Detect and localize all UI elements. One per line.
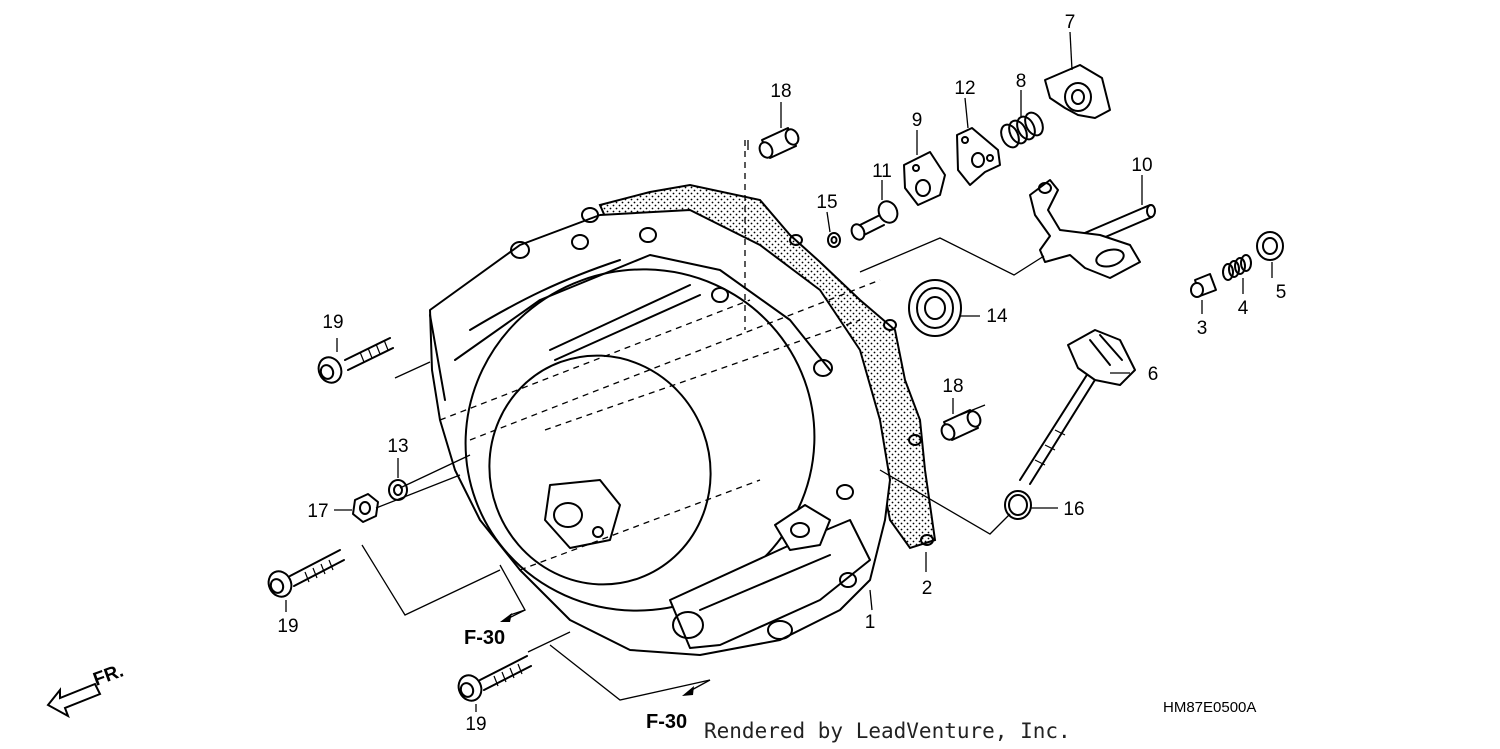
flange-bolt-lower: [457, 655, 532, 702]
callout-4: 4: [1238, 298, 1249, 319]
callout-5: 5: [1276, 282, 1287, 303]
o-ring-16: [1004, 490, 1032, 520]
callout-2: 2: [922, 578, 933, 599]
callout-10: 10: [1131, 155, 1152, 176]
plate-9: [903, 151, 946, 206]
bolt-11: [850, 200, 899, 241]
dipstick-6: [1019, 329, 1136, 485]
callout-18-upper: 18: [770, 81, 791, 102]
flange-bolt-left: [267, 549, 345, 598]
nut: [352, 493, 379, 523]
reference-f30-lower: F-30: [646, 711, 687, 733]
callout-1: 1: [865, 612, 876, 633]
callout-17: 17: [307, 501, 328, 522]
dowel-pin-upper: [758, 127, 800, 159]
f30-arrow-upper: [500, 609, 526, 622]
callout-9: 9: [912, 110, 923, 131]
credit-text: Rendered by LeadVenture, Inc.: [704, 719, 1071, 743]
diagram-code: HM87E0500A: [1163, 699, 1256, 716]
plate-12: [956, 127, 1001, 186]
callout-14: 14: [986, 306, 1008, 327]
f30-arrow-lower: [682, 679, 711, 696]
flange-bolt-upper: [317, 337, 394, 384]
callout-3: 3: [1197, 318, 1208, 339]
crankcase-cover: [429, 140, 937, 656]
callout-16: 16: [1063, 499, 1084, 520]
bearing-14: [908, 279, 962, 337]
callout-18-lower: 18: [942, 376, 963, 397]
callout-12: 12: [954, 78, 975, 99]
callout-15: 15: [816, 192, 837, 213]
washer: [388, 479, 408, 501]
callout-19-left: 19: [277, 616, 298, 637]
front-direction-arrow-icon: [46, 682, 102, 719]
reference-f30-upper: F-30: [464, 627, 505, 649]
direction-label: FR.: [91, 660, 127, 690]
callout-8: 8: [1016, 71, 1027, 92]
spring-8: [1000, 111, 1044, 149]
plug-3: [1190, 273, 1217, 298]
callout-19-upper: 19: [322, 312, 343, 333]
spring-4: [1222, 254, 1252, 281]
callout-7: 7: [1065, 12, 1076, 33]
shift-drum-cam-7: [1044, 64, 1111, 119]
leader-lines: [285, 31, 1273, 712]
callout-13: 13: [387, 436, 408, 457]
shift-arm-10: [1029, 179, 1156, 279]
cap-5: [1256, 231, 1284, 261]
callout-11: 11: [872, 161, 892, 182]
callout-19-lower: 19: [465, 714, 486, 735]
washer-small: [827, 232, 841, 248]
callout-6: 6: [1148, 364, 1159, 385]
